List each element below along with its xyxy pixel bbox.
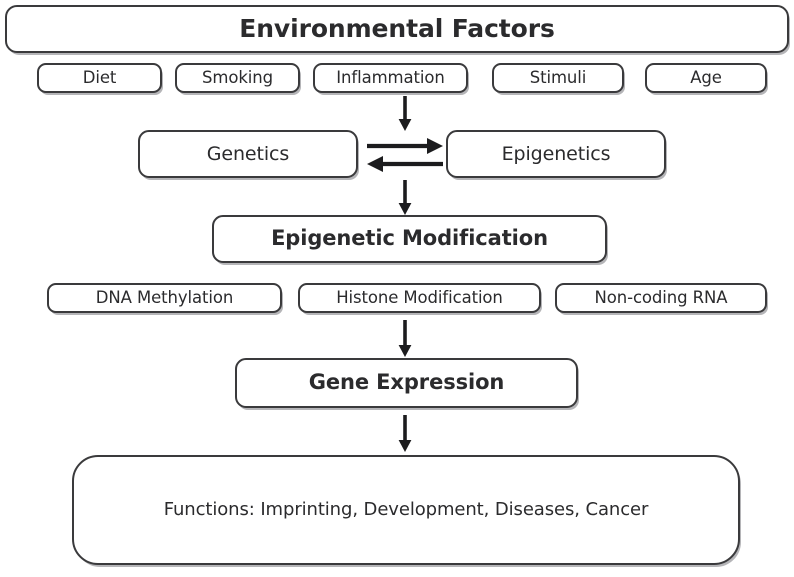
node-smoking: Smoking (175, 63, 300, 93)
node-dna-methylation: DNA Methylation (47, 283, 282, 313)
node-diet: Diet (37, 63, 162, 93)
node-label: Smoking (201, 67, 273, 87)
arrow-genetics-epigenetics-bidirectional (365, 133, 445, 177)
node-gene-expression: Gene Expression (235, 358, 578, 408)
node-label: Inflammation (336, 67, 445, 87)
arrow-pair-to-modification (396, 180, 414, 216)
node-label: Epigenetic Modification (271, 226, 548, 251)
node-label: Histone Modification (336, 287, 503, 307)
node-label: Gene Expression (308, 370, 505, 395)
node-non-coding-rna: Non-coding RNA (555, 283, 767, 313)
node-label: Environmental Factors (239, 14, 555, 44)
node-age: Age (645, 63, 767, 93)
node-label: Age (690, 67, 722, 87)
arrow-inflammation-to-pair (396, 96, 414, 132)
node-label: Functions: Imprinting, Development, Dise… (163, 499, 649, 521)
node-histone-modification: Histone Modification (298, 283, 541, 313)
arrow-expression-to-outcomes (396, 415, 414, 453)
node-inflammation: Inflammation (313, 63, 468, 93)
node-stimuli: Stimuli (492, 63, 624, 93)
node-epigenetic-modification: Epigenetic Modification (212, 215, 607, 263)
node-label: Epigenetics (501, 142, 611, 165)
node-genetics: Genetics (138, 130, 358, 178)
node-label: Non-coding RNA (594, 287, 728, 307)
node-epigenetics: Epigenetics (446, 130, 666, 178)
node-label: DNA Methylation (95, 287, 234, 307)
arrow-mechanisms-to-expression (396, 320, 414, 358)
node-label: Diet (82, 67, 117, 87)
node-label: Genetics (206, 142, 290, 165)
node-label: Stimuli (529, 67, 587, 87)
node-environmental-factors: Environmental Factors (5, 5, 789, 53)
node-functions-outcomes: Functions: Imprinting, Development, Dise… (72, 455, 740, 565)
